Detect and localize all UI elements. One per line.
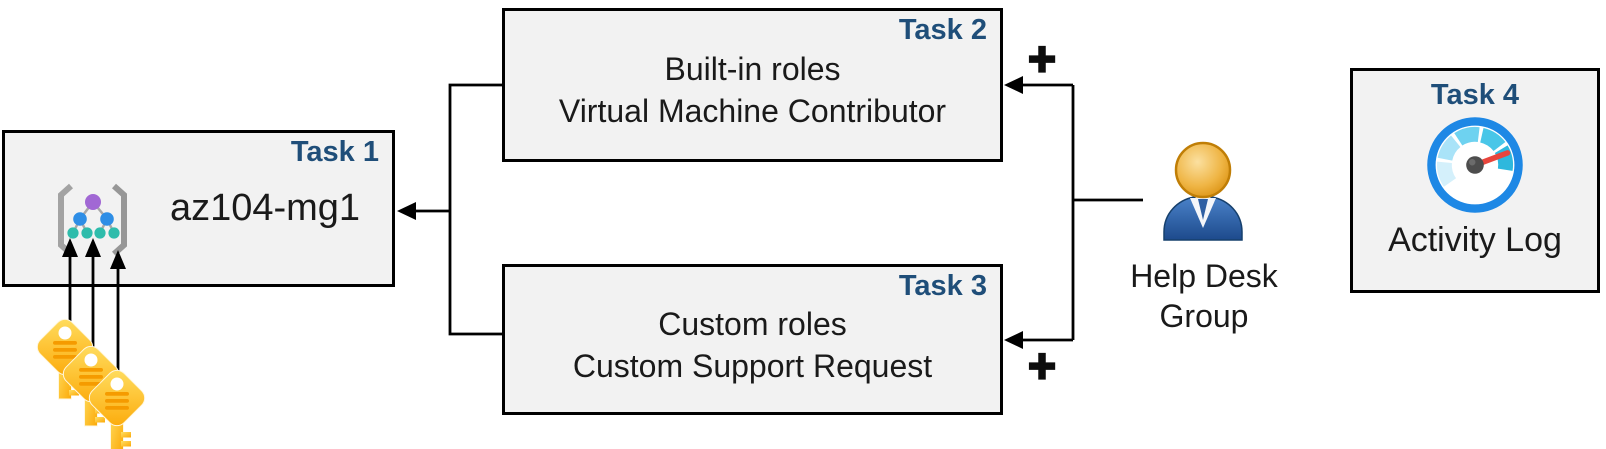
task1-title: az104-mg1 — [169, 187, 361, 229]
gauge-segments — [1437, 126, 1514, 187]
arrowhead-into-task2 — [1004, 76, 1023, 94]
keys-icon — [32, 314, 150, 449]
management-group-tree — [67, 194, 120, 239]
user-icon-svg — [1163, 141, 1243, 241]
task3-line1: Custom roles — [658, 305, 847, 342]
arrowhead-into-task3 — [1004, 331, 1023, 349]
task4-label: Task 4 — [1430, 79, 1520, 111]
task3-box: Task 3 Custom roles Custom Support Reque… — [502, 264, 1003, 415]
user-icon — [1157, 140, 1249, 244]
task4-title: Activity Log — [1388, 221, 1562, 259]
task3-line2: Custom Support Request — [572, 347, 933, 384]
task2-line1: Built-in roles — [664, 51, 841, 87]
user-head — [1174, 141, 1232, 199]
actor-line1: Help Desk — [1130, 258, 1278, 294]
task1-box: Task 1 — [2, 130, 395, 287]
task2-box: Task 2 Built-in roles Virtual Machine Co… — [502, 8, 1003, 162]
gauge-icon-svg — [1427, 117, 1523, 213]
task3-label: Task 3 — [898, 270, 987, 302]
activity-log-gauge-icon — [1424, 114, 1526, 221]
task3-text: Custom roles Custom Support Request — [505, 267, 1000, 412]
plus-icon: + — [1027, 32, 1057, 87]
actor-label: Help Desk Group — [1104, 256, 1304, 336]
gauge-hub — [1466, 156, 1484, 174]
task2-line2: Virtual Machine Contributor — [558, 93, 947, 129]
management-group-icon — [58, 183, 127, 257]
task2-text: Built-in roles Virtual Machine Contribut… — [505, 11, 1000, 159]
task1-label: Task 1 — [290, 136, 379, 168]
actor-line2: Group — [1159, 298, 1249, 334]
left-bracket-connector — [404, 83, 502, 336]
plus-icon: + — [1027, 339, 1057, 394]
task2-label: Task 2 — [898, 14, 987, 46]
task4-box: Task 4 Activity Log — [1350, 68, 1600, 293]
arrowhead-into-task1 — [397, 202, 416, 220]
